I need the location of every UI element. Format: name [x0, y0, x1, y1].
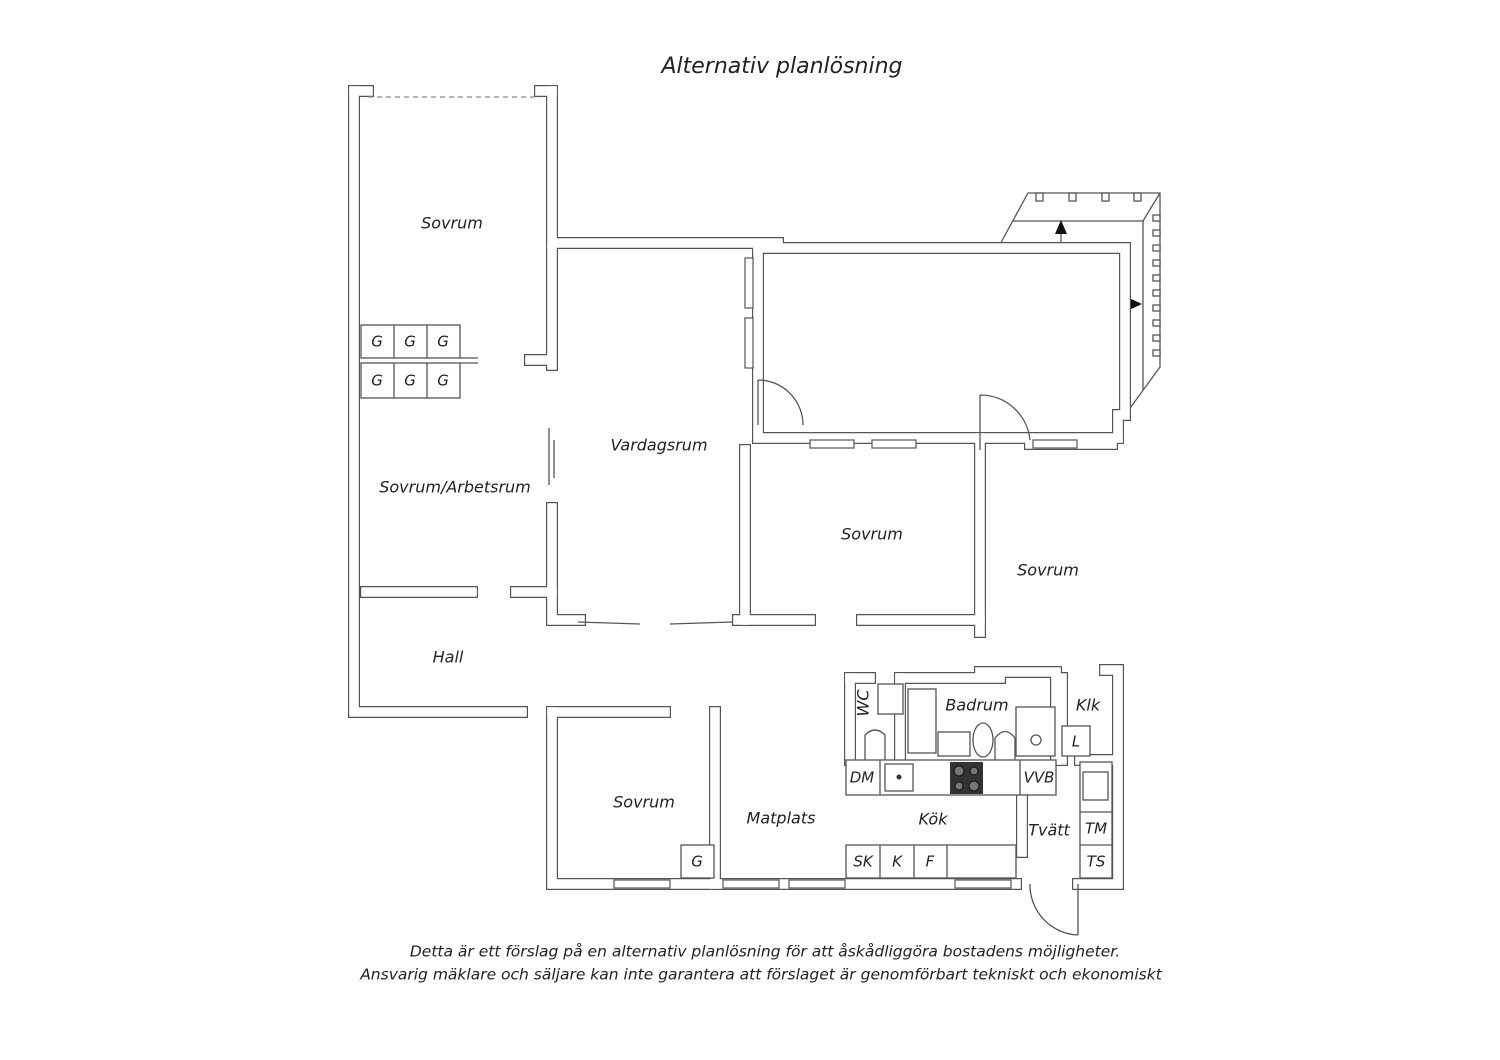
window: [613, 879, 671, 889]
wall-segment: [752, 242, 1124, 444]
wall-segment: [547, 503, 585, 625]
closet-label: G: [404, 372, 416, 390]
room-label: Kök: [919, 810, 949, 829]
room-label: Sovrum/Arbetsrum: [379, 478, 531, 497]
wall-segment: [547, 86, 783, 248]
railing-post: [1152, 259, 1161, 267]
window: [809, 439, 855, 449]
windows: [613, 257, 1078, 889]
closet-label: G: [437, 372, 449, 390]
room-label: Sovrum: [841, 525, 903, 544]
entrance-door-swing: [1029, 883, 1079, 936]
wall-segment: [547, 707, 1021, 889]
railing-post: [1152, 349, 1161, 357]
fixture-label-sk: SK: [853, 853, 874, 871]
room-label: Klk: [1076, 696, 1101, 715]
window: [744, 257, 754, 309]
window: [722, 879, 780, 889]
room-label: Sovrum: [613, 793, 675, 812]
doors: [548, 379, 1079, 936]
railing-post: [1152, 274, 1161, 282]
railing-post: [1068, 192, 1077, 202]
closet-label: G: [371, 372, 383, 390]
wall-segment: [752, 242, 1131, 421]
wall-segment: [753, 243, 1123, 443]
window: [788, 879, 846, 889]
closet-label: G: [404, 333, 416, 351]
railing-post: [1101, 192, 1110, 202]
balcony: [996, 192, 1161, 417]
arrow-up-icon: [1055, 220, 1067, 234]
closet-label: G: [437, 333, 449, 351]
wall-segment: [753, 243, 1130, 420]
closet-label: G: [371, 333, 383, 351]
railing-post: [1152, 244, 1161, 252]
door-swing: [979, 394, 1031, 450]
wall-segment: [349, 86, 527, 717]
laundry-sink-icon: [1082, 771, 1109, 801]
fixture-label-k: K: [892, 853, 903, 871]
room-label: Vardagsrum: [610, 436, 707, 455]
railing-post: [1035, 192, 1044, 202]
wet-room-fixtures: L DM VVB SK K F TM TS: [845, 683, 1113, 879]
railing-post: [1152, 319, 1161, 327]
railing-post: [1152, 304, 1161, 312]
caption-line-1: Detta är ett förslag på en alternativ pl…: [410, 943, 1120, 961]
fixture-label-tm: TM: [1085, 820, 1107, 838]
room-label: Sovrum: [421, 214, 483, 233]
closets: G G G G G G G: [360, 324, 715, 879]
wall-segment: [348, 85, 528, 718]
window: [871, 439, 917, 449]
railing-post: [1152, 214, 1161, 222]
room-label: Sovrum: [1017, 561, 1079, 580]
railing-post: [1133, 192, 1142, 202]
window: [954, 879, 1012, 889]
window: [1032, 439, 1078, 449]
shower-door: [907, 688, 937, 754]
fixture-label-dm: DM: [850, 769, 875, 787]
walls: [348, 85, 1131, 890]
shower-icon: [1015, 706, 1056, 757]
room-label: WC: [854, 689, 873, 717]
fixture-label-f: F: [926, 853, 935, 871]
fixture-label-vvb: VVB: [1024, 769, 1055, 787]
wc-sink-icon: [877, 683, 904, 715]
kitchen-counter-bottom: [845, 844, 1017, 879]
caption-line-2: Ansvarig mäklare och säljare kan inte ga…: [359, 966, 1162, 984]
arrow-right-icon: [1129, 298, 1142, 310]
kitchen-sink-icon: [884, 763, 914, 792]
sink-icon: [937, 731, 971, 757]
room-label: Matplats: [747, 809, 816, 828]
closet-label: G: [691, 853, 703, 871]
room-label: Hall: [433, 648, 464, 667]
toilet-icon: [972, 722, 994, 758]
window: [744, 317, 754, 369]
plan-title: Alternativ planlösning: [659, 54, 902, 79]
wall-segment: [546, 85, 784, 249]
room-label: Badrum: [945, 696, 1008, 715]
railing-post: [1152, 334, 1161, 342]
railing-post: [1152, 289, 1161, 297]
fixture-label-ts: TS: [1087, 853, 1106, 871]
toilet-icon: [864, 729, 886, 760]
bidet-icon: [994, 730, 1016, 760]
room-label: Tvätt: [1028, 821, 1070, 840]
door-swing: [757, 379, 804, 426]
railing-post: [1152, 229, 1161, 237]
wall-segment: [975, 667, 1061, 765]
wall-segment: [1073, 665, 1123, 889]
fixture-label-l: L: [1072, 733, 1080, 751]
